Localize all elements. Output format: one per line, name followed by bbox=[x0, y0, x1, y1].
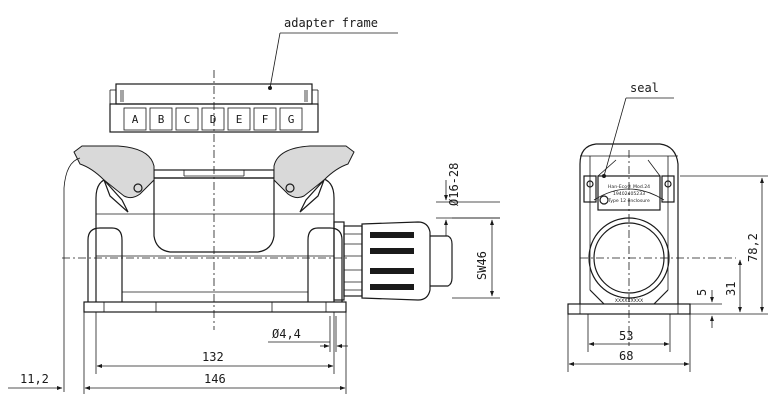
right-locking-lever bbox=[273, 145, 355, 199]
gland-dimensions: Ø16-28 SW46 bbox=[436, 163, 500, 299]
total-height-dim: 78,2 bbox=[746, 233, 760, 262]
front-width-dimensions: 132 146 11,2 bbox=[8, 312, 347, 394]
frame-key-a: A bbox=[132, 113, 139, 126]
inner-width-side-dim: 53 bbox=[619, 329, 633, 343]
gland-diameter-dim: Ø16-28 bbox=[447, 163, 461, 206]
offset-dim: 11,2 bbox=[20, 372, 49, 386]
outer-width-front-dim: 146 bbox=[204, 372, 226, 386]
side-height-dimensions: 78,2 31 5 bbox=[680, 175, 768, 328]
seal-label: seal bbox=[630, 81, 659, 95]
hole-dimension: Ø4,4 bbox=[268, 316, 348, 352]
wrench-size-dim: SW46 bbox=[475, 251, 489, 280]
frame-key-d: D bbox=[210, 113, 217, 126]
axis-height-dim: 31 bbox=[724, 282, 738, 296]
frame-key-b: B bbox=[158, 113, 165, 126]
adapter-frame-callout: adapter frame bbox=[268, 16, 398, 90]
left-locking-lever bbox=[73, 145, 155, 199]
hole-diameter-dim: Ø4,4 bbox=[272, 327, 301, 341]
flange-height-dim: 5 bbox=[695, 289, 709, 296]
seal-callout: seal bbox=[602, 81, 674, 178]
side-width-dimensions: 53 68 bbox=[567, 314, 691, 372]
housing-front-view bbox=[62, 145, 355, 392]
adapter-frame-label: adapter frame bbox=[284, 16, 378, 30]
frame-key-f: F bbox=[262, 113, 269, 126]
frame-key-c: C bbox=[184, 113, 191, 126]
cable-gland bbox=[333, 221, 453, 301]
frame-key-slots: A B C D E F G bbox=[123, 107, 303, 131]
inner-width-front-dim: 132 bbox=[202, 350, 224, 364]
outer-width-side-dim: 68 bbox=[619, 349, 633, 363]
frame-key-g: G bbox=[288, 113, 295, 126]
frame-key-e: E bbox=[236, 113, 243, 126]
seal-marking-line3: Type 12 enclosure bbox=[607, 198, 650, 204]
